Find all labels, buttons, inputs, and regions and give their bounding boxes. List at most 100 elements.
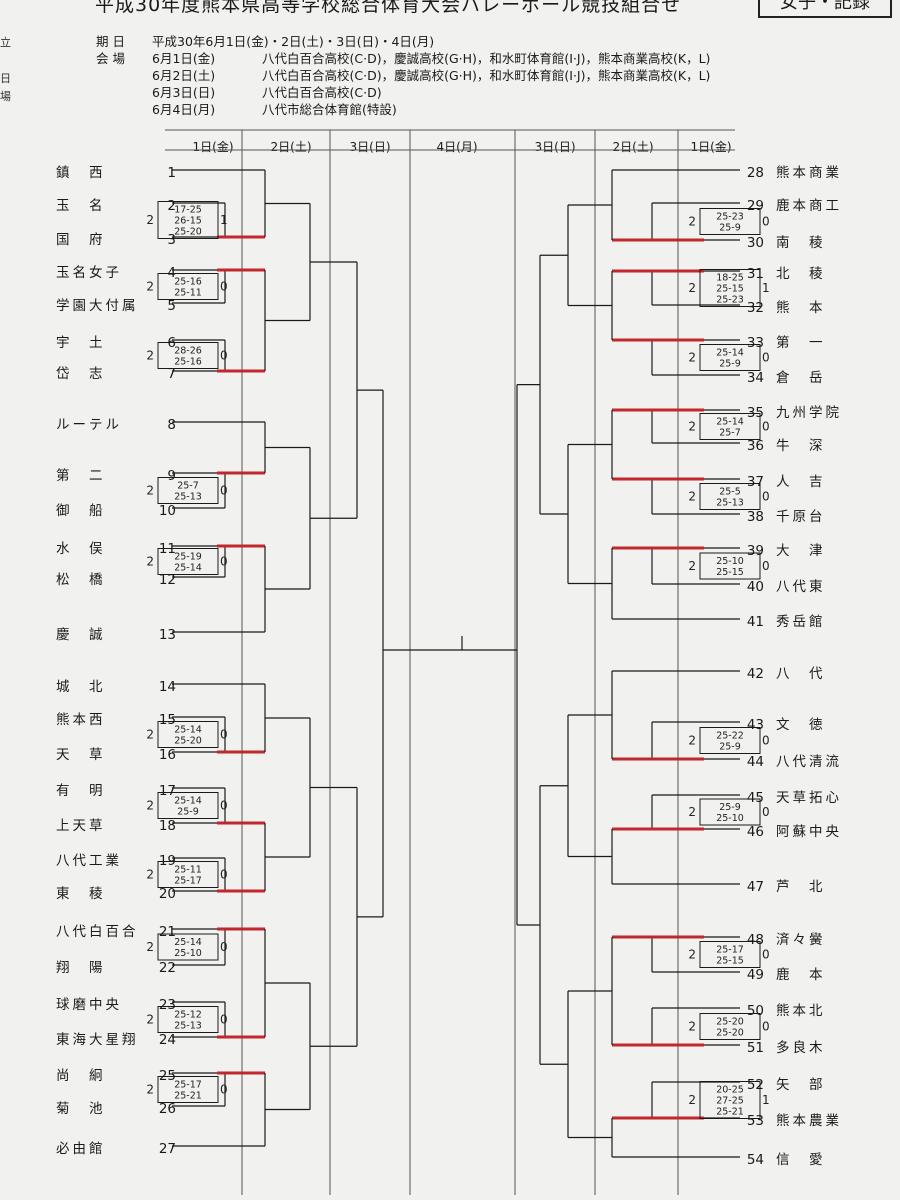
set-score: 25-7 [719,428,741,439]
team-name: 阿蘇中央 [776,824,842,840]
team-number: 16 [158,747,176,763]
set-score: 25-13 [716,498,744,509]
set-score: 25-16 [174,357,202,368]
score-box [157,477,219,504]
team-name: 八代工業 [56,853,122,869]
team-row: 天 草 16 [56,743,176,763]
set-score: 25-9 [177,807,199,818]
team-name: 牛 深 [776,438,826,454]
team-name: 九州学院 [776,405,842,421]
score-sets-won: 2 [146,940,154,954]
set-score: 25-23 [716,212,744,223]
team-number: 1 [167,165,176,181]
set-score: 26-15 [174,216,202,227]
team-number: 20 [158,886,176,902]
set-score: 25-10 [716,813,744,824]
team-number: 7 [167,366,176,382]
team-number: 41 [746,614,764,630]
score-sets-won: 2 [688,351,696,365]
score-box [699,344,761,371]
team-number: 15 [158,712,176,728]
score-sets-won: 2 [146,484,154,498]
score-box [157,933,219,961]
margin-char: 日 [0,72,11,85]
score-sets-lost: 1 [220,213,228,227]
score-box [699,208,761,235]
score-sets-won: 2 [146,728,154,742]
set-score: 27-25 [716,1096,744,1107]
score-sets-lost: 0 [220,484,228,498]
team-name: 熊 本 [776,300,826,316]
set-score: 25-16 [174,277,202,288]
set-score: 25-14 [174,563,202,574]
score-sets-lost: 0 [762,490,770,504]
team-name: 鎮 西 [56,165,106,181]
team-row: 松 橋 12 [56,568,176,588]
team-number: 21 [158,924,176,940]
score-sets-lost: 0 [220,349,228,363]
score-sets-lost: 0 [762,948,770,962]
set-score: 25-14 [716,348,744,359]
set-score: 25-12 [174,1010,202,1021]
score-sets-lost: 0 [762,734,770,748]
set-score: 25-7 [177,481,199,492]
team-row: 40 八代東 [742,575,866,595]
team-name: 宇 土 [56,335,106,351]
team-number: 12 [158,572,176,588]
team-name: 東 稜 [56,886,106,902]
team-number: 28 [746,165,764,181]
set-score: 25-14 [174,796,202,807]
team-number: 30 [746,235,764,251]
team-name: 必由館 [56,1141,106,1157]
team-number: 40 [746,579,764,595]
team-name: 熊本西 [56,712,106,728]
team-name: 八代清流 [776,754,842,770]
margin-char: 場 [0,90,11,103]
score-sets-won: 2 [688,420,696,434]
team-number: 49 [746,967,764,983]
team-number: 54 [746,1152,764,1168]
team-number: 3 [167,232,176,248]
team-name: 慶 誠 [56,627,106,643]
team-name: 熊本農業 [776,1113,842,1129]
score-box [157,792,219,819]
score-sets-won: 2 [688,490,696,504]
team-number: 22 [158,960,176,976]
score-box [699,1081,761,1119]
set-score: 28-26 [174,346,202,357]
page-title: 平成30年度熊本県高等学校総合体育大会バレーボール競技組合せ [95,0,682,16]
team-name: 有 明 [56,783,106,799]
set-score: 25-20 [716,1028,744,1039]
team-name: 八代東 [776,579,826,595]
team-name: 済々黌 [776,932,826,948]
set-score: 25-17 [174,876,202,887]
score-sets-lost: 0 [762,1020,770,1034]
venue-date: 6月1日(金) [152,51,216,66]
team-name: 千原台 [776,509,826,525]
team-name: 玉 名 [56,198,106,214]
set-score: 18-25 [716,273,744,284]
score-sets-lost: 0 [220,868,228,882]
score-sets-won: 2 [688,734,696,748]
team-name: 第 二 [56,468,106,484]
score-sets-won: 2 [146,1013,154,1027]
team-number: 38 [746,509,764,525]
score-sets-won: 2 [146,1083,154,1097]
team-name: 松 橋 [56,572,106,588]
team-number: 9 [167,468,176,484]
team-name: 天 草 [56,747,106,763]
score-sets-won: 2 [688,948,696,962]
team-number: 18 [158,818,176,834]
team-name: 信 愛 [776,1152,826,1168]
team-number: 2 [167,198,176,214]
team-name: 第 一 [776,335,826,351]
team-number: 10 [158,503,176,519]
